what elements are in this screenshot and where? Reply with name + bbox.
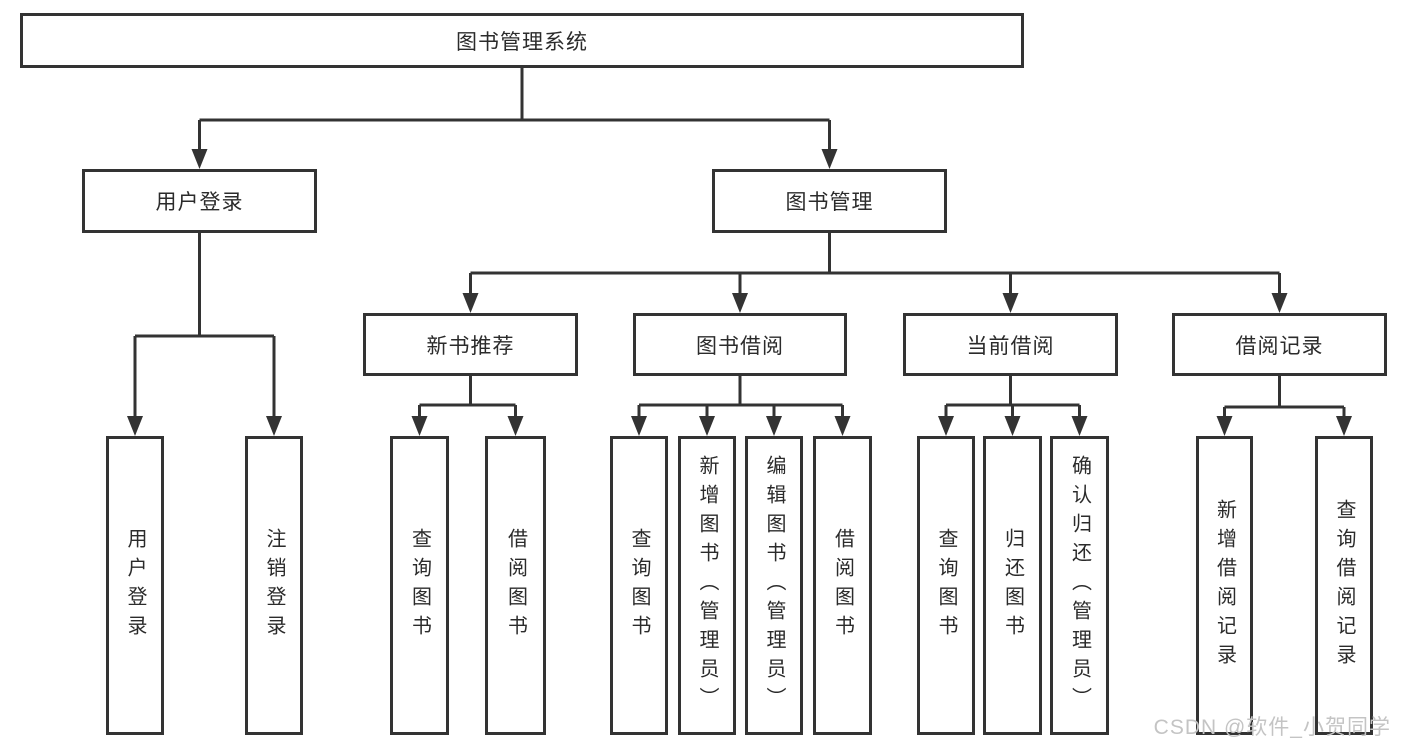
leaf-search-books-borrowing: 查询图书 bbox=[610, 436, 668, 735]
connector-book-management bbox=[469, 233, 1281, 300]
node-label: 新书推荐 bbox=[426, 334, 515, 358]
node-library-management-system: 图书管理系统 bbox=[20, 13, 1024, 68]
arrow-down-icon bbox=[766, 416, 782, 436]
node-book-borrowing: 图书借阅 bbox=[633, 313, 847, 376]
arrow-down-icon bbox=[1271, 293, 1288, 313]
node-label: 图书管理系统 bbox=[456, 30, 588, 54]
connector-root bbox=[198, 68, 831, 155]
node-label: 查询图书 bbox=[408, 527, 431, 644]
node-label: 借阅图书 bbox=[504, 527, 527, 644]
node-user-login: 用户登录 bbox=[82, 169, 317, 233]
leaf-borrow-books: 借阅图书 bbox=[813, 436, 872, 735]
node-label: 查询借阅记录 bbox=[1333, 498, 1355, 673]
node-new-book-recommendation: 新书推荐 bbox=[363, 313, 578, 376]
node-label: 用户登录 bbox=[124, 527, 146, 644]
arrow-down-icon bbox=[1216, 416, 1233, 436]
arrowheads bbox=[127, 149, 1352, 436]
node-label: 图书管理 bbox=[785, 191, 874, 214]
arrow-down-icon bbox=[699, 416, 715, 436]
arrow-down-icon bbox=[507, 416, 524, 436]
leaf-borrow-books-recommend: 借阅图书 bbox=[485, 436, 546, 735]
leaf-return-books: 归还图书 bbox=[983, 436, 1042, 735]
leaf-search-books-current: 查询图书 bbox=[917, 436, 975, 735]
arrow-down-icon bbox=[1002, 293, 1019, 313]
leaf-search-books-recommend: 查询图书 bbox=[390, 436, 449, 735]
leaf-user-login: 用户登录 bbox=[106, 436, 164, 735]
arrow-down-icon bbox=[821, 149, 838, 169]
node-label: 查询图书 bbox=[935, 527, 957, 644]
leaf-add-books-admin: 新增图书（管理员） bbox=[678, 436, 736, 735]
node-label: 新增图书（管理员） bbox=[696, 455, 718, 716]
leaf-add-borrow-record: 新增借阅记录 bbox=[1196, 436, 1253, 735]
connector-user-login bbox=[133, 233, 276, 422]
arrow-down-icon bbox=[631, 416, 647, 436]
arrow-down-icon bbox=[938, 416, 954, 436]
node-label: 借阅图书 bbox=[831, 527, 854, 644]
leaf-confirm-return-admin: 确认归还（管理员） bbox=[1050, 436, 1109, 735]
arrow-down-icon bbox=[1071, 416, 1088, 436]
node-label: 用户登录 bbox=[155, 191, 244, 214]
arrow-down-icon bbox=[462, 293, 479, 313]
arrow-down-icon bbox=[1336, 416, 1352, 436]
node-label: 新增借阅记录 bbox=[1213, 498, 1236, 673]
watermark: CSDN @软件_小贺同学 bbox=[1153, 716, 1391, 739]
leaf-edit-books-admin: 编辑图书（管理员） bbox=[745, 436, 803, 735]
node-label: 确认归还（管理员） bbox=[1068, 455, 1091, 716]
connector-borrowing-records bbox=[1223, 376, 1346, 422]
node-label: 注销登录 bbox=[263, 527, 285, 644]
arrow-down-icon bbox=[411, 416, 428, 436]
connector-book-borrowing bbox=[637, 376, 844, 422]
arrow-down-icon bbox=[732, 293, 748, 313]
node-label: 归还图书 bbox=[1001, 527, 1024, 644]
leaf-logout: 注销登录 bbox=[245, 436, 303, 735]
node-label: 图书借阅 bbox=[696, 334, 784, 358]
node-label: 借阅记录 bbox=[1235, 334, 1324, 358]
arrow-down-icon bbox=[266, 416, 282, 436]
connector-new-book-recommendation bbox=[418, 376, 517, 422]
node-book-management: 图书管理 bbox=[712, 169, 947, 233]
arrow-down-icon bbox=[127, 416, 143, 436]
arrow-down-icon bbox=[191, 149, 208, 169]
leaf-search-borrow-record: 查询借阅记录 bbox=[1315, 436, 1373, 735]
node-borrowing-records: 借阅记录 bbox=[1172, 313, 1387, 376]
node-current-borrowing: 当前借阅 bbox=[903, 313, 1118, 376]
connector-current-borrowing bbox=[944, 376, 1081, 422]
node-label: 编辑图书（管理员） bbox=[763, 455, 785, 716]
node-label: 查询图书 bbox=[628, 527, 650, 644]
node-label: 当前借阅 bbox=[966, 334, 1055, 358]
arrow-down-icon bbox=[834, 416, 851, 436]
arrow-down-icon bbox=[1004, 416, 1021, 436]
